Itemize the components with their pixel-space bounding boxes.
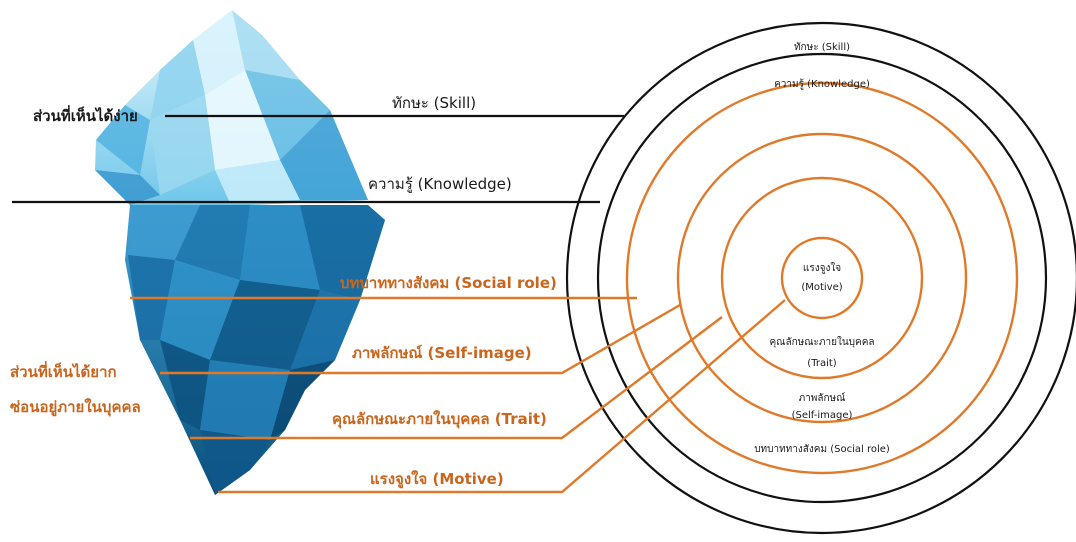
ring-social-role [625, 81, 1019, 475]
ring-label-trait-line1: คุณลักษณะภายในบุคคล [769, 336, 874, 348]
ring-label-social-role: บทบาททางสังคม (Social role) [754, 444, 890, 455]
iceberg-icon [95, 10, 385, 495]
level-label-self-image: ภาพลักษณ์ (Self-image) [352, 344, 532, 362]
connector-lines [12, 114, 786, 494]
ring-knowledge [596, 52, 1048, 504]
ring-label-trait-line2: (Trait) [807, 358, 836, 369]
ring-label-skill: ทักษะ (Skill) [794, 42, 850, 53]
level-label-trait: คุณลักษณะภายในบุคคล (Trait) [332, 410, 547, 429]
level-label-social-role: บทบาททางสังคม (Social role) [340, 274, 557, 292]
ring-label-knowledge: ความรู้ (Knowledge) [774, 78, 870, 90]
level-label-knowledge: ความรู้ (Knowledge) [368, 175, 512, 193]
ring-self-image [676, 132, 968, 424]
ring-label-self-image-line2: (Self-image) [792, 410, 853, 421]
ring-label-motive-line1: แรงจูงใจ [803, 262, 841, 274]
ring-motive [780, 236, 864, 320]
level-label-motive: แรงจูงใจ (Motive) [370, 470, 504, 489]
line-trait [190, 316, 723, 440]
ring-label-motive-line2: (Motive) [801, 282, 842, 293]
hidden-part-label-line1: ส่วนที่เห็นได้ยาก [10, 361, 117, 381]
visible-part-label: ส่วนที่เห็นได้ง่าย [33, 105, 138, 125]
hidden-part-label-line2: ซ่อนอยู่ภายในบุคคล [10, 398, 141, 417]
line-self-image [160, 303, 681, 375]
competency-rings [565, 21, 1076, 535]
ring-label-self-image-line1: ภาพลักษณ์ [799, 392, 846, 404]
line-motive [218, 299, 786, 494]
ring-trait [720, 176, 924, 380]
level-label-skill: ทักษะ (Skill) [392, 94, 476, 112]
ring-skill [565, 21, 1076, 535]
